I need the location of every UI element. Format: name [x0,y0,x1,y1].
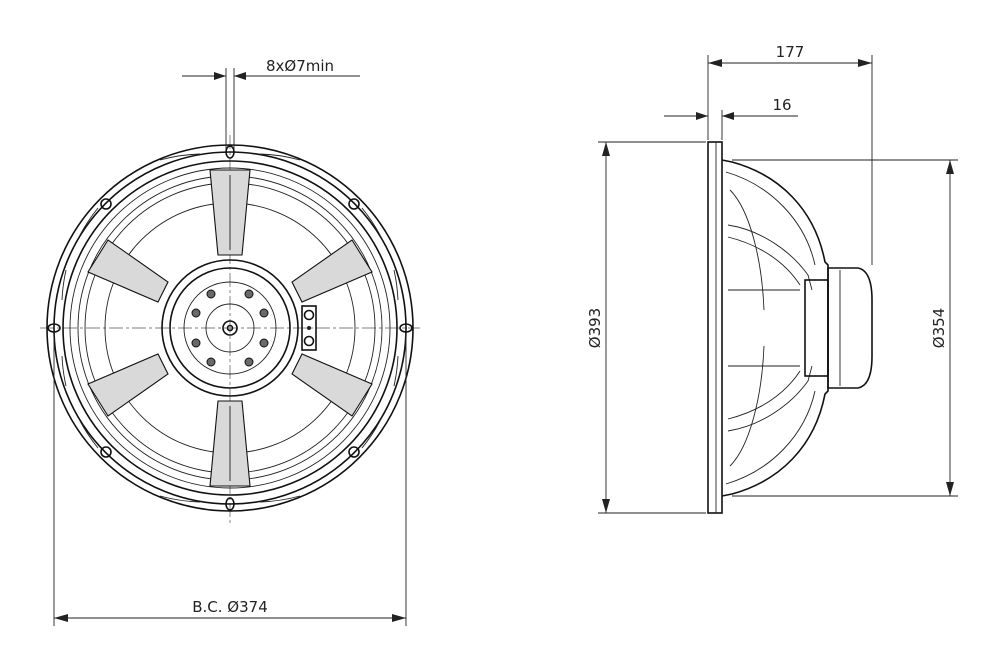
mounting-holes [47,145,413,511]
outer-rim [46,144,414,512]
magnet-side [827,267,873,389]
spoke-lower-right [291,353,373,417]
overall-depth-dimension: 177 [707,43,873,265]
gasket-ring [62,160,398,496]
mounting-hole [225,145,235,159]
flange [707,141,723,514]
flange-thickness-label: 16 [772,96,791,114]
magnet-ring [183,281,277,375]
basket-spokes [87,169,373,487]
motor-outer [161,259,299,397]
hole-note: 8xØ7min [266,57,334,75]
mounting-hole [348,198,360,210]
vent-hole [222,320,238,336]
hole-callout: 8xØ7min [182,57,360,150]
mounting-hole [100,198,112,210]
pole-piece [205,303,255,353]
spoke-lower-left [87,353,169,417]
bolt-circle-label: B.C. Ø374 [192,598,268,616]
motor-plate-side [804,279,829,377]
terminal-negative-icon [303,335,315,347]
mounting-hole [100,446,112,458]
mounting-hole [348,446,360,458]
spoke-upper-left [87,239,169,303]
mounting-hole [399,323,413,333]
rim-slots [61,153,399,503]
motor-plate [169,267,291,389]
flange-diameter-label: Ø393 [586,308,604,348]
front-view: 8xØ7min B.C. Ø374 [40,57,420,626]
terminal-block [301,305,317,351]
bolt-circle-dimension: B.C. Ø374 [53,334,407,626]
mounting-hole [47,323,61,333]
vent-center [226,324,234,332]
basket-outline [721,159,829,497]
flange-diameter-dimension: Ø393 [586,141,706,514]
mounting-hole [225,497,235,511]
body-diameter-dimension: Ø354 [732,159,958,497]
motor-bolts [191,289,269,367]
rim-inner-edge [53,151,407,505]
overall-depth-label: 177 [776,43,805,61]
flange-thickness-dimension: 16 [664,96,798,140]
side-view: 177 16 Ø393 Ø354 [586,43,958,514]
terminal-positive-icon [303,309,315,321]
body-diameter-label: Ø354 [930,308,948,348]
surround-outer [69,167,391,489]
spoke-upper-right [291,239,373,303]
